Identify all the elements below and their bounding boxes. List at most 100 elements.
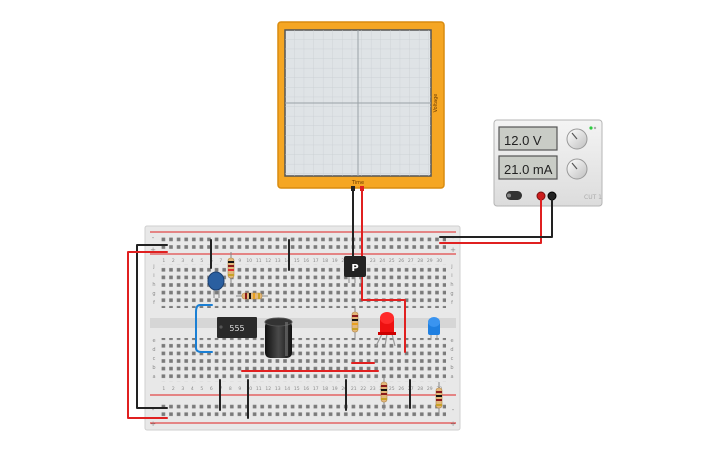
column-number-bottom: 12 <box>265 386 271 392</box>
column-number-top: 29 <box>427 258 433 264</box>
probe-terminal-black[interactable] <box>351 186 355 191</box>
column-number-bottom: 26 <box>398 386 404 392</box>
column-number-top: 30 <box>436 258 442 264</box>
resistor-vertical-2[interactable] <box>351 306 359 340</box>
column-number-top: 14 <box>284 258 290 264</box>
breadboard-labels: 1122334455667788991010111112121313141415… <box>150 234 456 428</box>
current-display <box>498 155 558 180</box>
oscilloscope-y-label: Voltage <box>433 94 439 113</box>
column-number-top: 12 <box>265 258 271 264</box>
column-number-top: 1 <box>162 258 165 264</box>
transistor-label: P <box>351 263 358 274</box>
rail-plus-label: + <box>450 246 456 254</box>
row-letter-left: e <box>152 338 155 344</box>
column-number-top: 13 <box>275 258 281 264</box>
resistor-horizontal[interactable] <box>236 292 268 300</box>
column-number-bottom: 2 <box>172 386 175 392</box>
resistor-vertical-1[interactable] <box>227 252 235 285</box>
row-letter-left: b <box>152 365 155 371</box>
column-number-bottom: 10 <box>246 386 252 392</box>
rail-plus-label: + <box>450 420 456 428</box>
column-number-bottom: 15 <box>294 386 300 392</box>
row-letter-right: h <box>450 282 453 288</box>
row-letter-right: i <box>451 273 452 279</box>
resistor-vertical-3[interactable] <box>380 376 388 410</box>
negative-terminal[interactable] <box>547 191 557 201</box>
column-number-bottom: 25 <box>389 386 395 392</box>
row-letter-left: c <box>153 356 156 362</box>
blue-led[interactable] <box>428 317 440 340</box>
column-number-bottom: 5 <box>200 386 203 392</box>
voltage-display <box>498 126 558 151</box>
column-number-bottom: 20 <box>341 386 347 392</box>
column-number-top: 23 <box>370 258 376 264</box>
resistor-vertical-4[interactable] <box>435 382 443 416</box>
red-led[interactable] <box>375 312 396 347</box>
column-number-top: 11 <box>256 258 262 264</box>
row-letter-right: c <box>451 356 454 362</box>
row-letter-right: d <box>450 347 453 353</box>
column-number-top: 9 <box>238 258 241 264</box>
row-letter-right: f <box>451 300 453 306</box>
row-letter-right: b <box>450 365 453 371</box>
column-number-bottom: 18 <box>322 386 328 392</box>
wire-left-rail-black <box>136 244 168 409</box>
pnp-transistor[interactable]: P <box>344 256 366 283</box>
ic-label: 555 <box>229 324 244 333</box>
column-number-top: 27 <box>408 258 414 264</box>
column-number-bottom: 14 <box>284 386 290 392</box>
row-letter-right: g <box>450 291 453 297</box>
column-number-top: 18 <box>322 258 328 264</box>
column-number-bottom: 28 <box>417 386 423 392</box>
column-number-bottom: 22 <box>360 386 366 392</box>
column-number-bottom: 23 <box>370 386 376 392</box>
column-number-bottom: 1 <box>162 386 165 392</box>
column-number-top: 25 <box>389 258 395 264</box>
power-switch[interactable] <box>506 191 522 200</box>
wire-psu-negative <box>439 199 553 238</box>
electrolytic-capacitor[interactable] <box>264 317 293 358</box>
column-number-top: 15 <box>294 258 300 264</box>
probe-terminal-red[interactable] <box>360 186 364 191</box>
column-number-top: 10 <box>246 258 252 264</box>
column-number-top: 19 <box>332 258 338 264</box>
column-number-top: 24 <box>379 258 385 264</box>
column-number-bottom: 29 <box>427 386 433 392</box>
row-letter-left: a <box>152 374 155 380</box>
column-number-bottom: 16 <box>303 386 309 392</box>
column-number-top: 17 <box>313 258 319 264</box>
column-number-bottom: 8 <box>229 386 232 392</box>
wire-psu-positive <box>439 199 542 244</box>
wire-blue-loop <box>195 304 213 353</box>
column-number-bottom: 21 <box>351 386 357 392</box>
column-number-bottom: 9 <box>238 386 241 392</box>
status-led <box>589 126 593 130</box>
row-letter-left: h <box>152 282 155 288</box>
oscilloscope[interactable]: Voltage Time <box>277 21 445 191</box>
positive-terminal[interactable] <box>536 191 546 201</box>
column-number-top: 7 <box>219 258 222 264</box>
column-number-bottom: 19 <box>332 386 338 392</box>
voltage-readout: 12.0 V <box>504 133 542 148</box>
rail-plus-label: + <box>150 246 156 254</box>
column-number-top: 3 <box>181 258 184 264</box>
row-letter-right: j <box>450 264 452 270</box>
power-supply[interactable]: 12.0 V 21.0 mA CUT 1 <box>493 119 603 207</box>
breadboard[interactable]: 1122334455667788991010111112121313141415… <box>144 225 461 431</box>
column-number-bottom: 4 <box>191 386 194 392</box>
wire-left-rail-red <box>127 251 168 419</box>
row-letter-left: i <box>153 273 154 279</box>
psu-brand: CUT 1 <box>584 194 602 201</box>
rail-minus-label: - <box>152 406 155 414</box>
column-number-top: 4 <box>191 258 194 264</box>
ic-555-timer[interactable]: 555 <box>217 317 257 338</box>
current-readout: 21.0 mA <box>504 162 553 177</box>
ceramic-capacitor[interactable] <box>207 271 225 298</box>
rail-minus-label: - <box>152 234 155 242</box>
rail-minus-label: - <box>452 406 455 414</box>
column-number-bottom: 17 <box>313 386 319 392</box>
column-number-top: 16 <box>303 258 309 264</box>
column-number-bottom: 13 <box>275 386 281 392</box>
column-number-top: 5 <box>200 258 203 264</box>
